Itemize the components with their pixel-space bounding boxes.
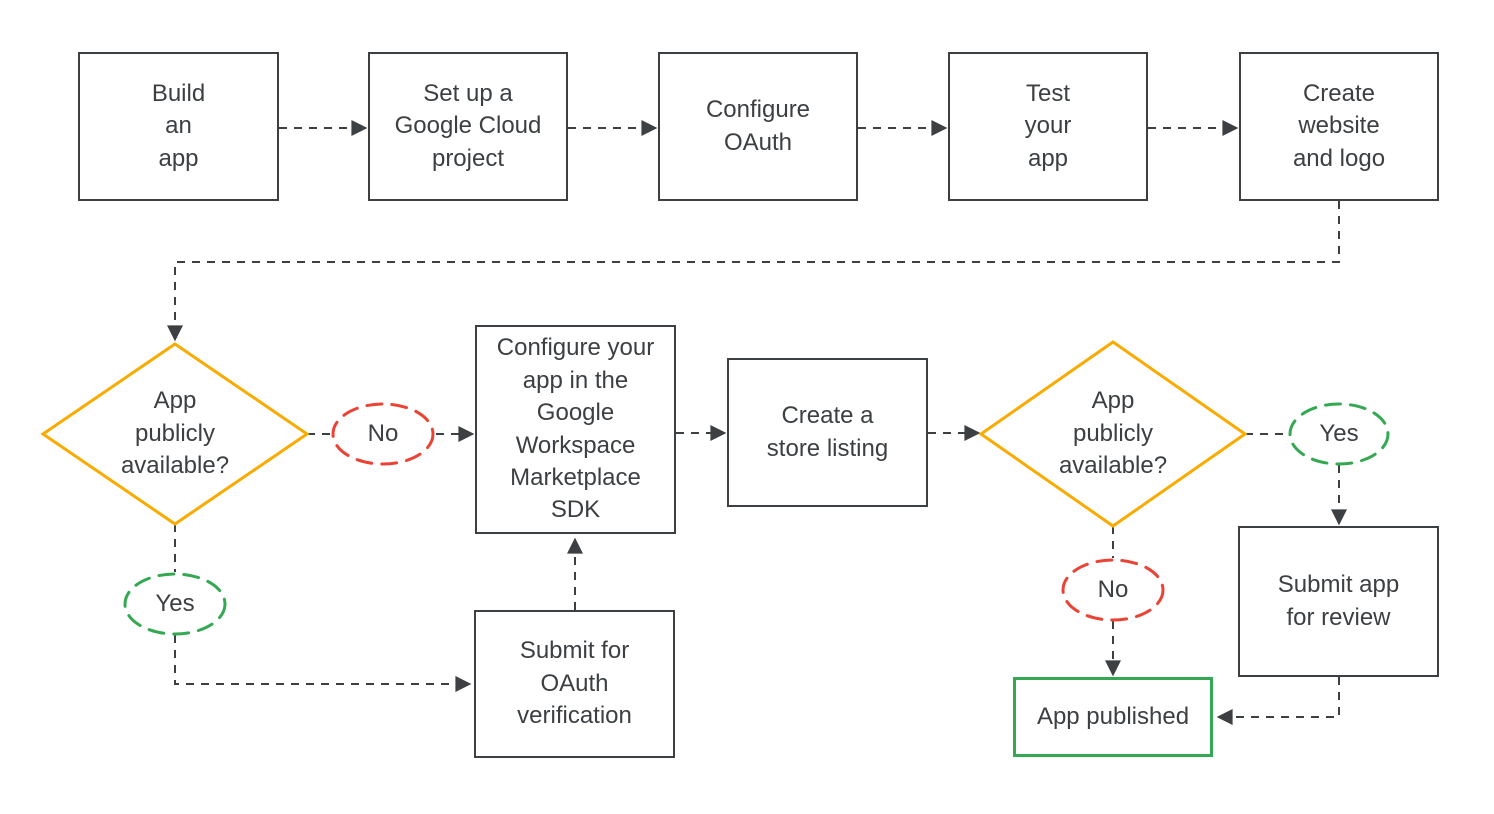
step-create-store-listing: Create a store listing	[727, 358, 928, 507]
terminal-app-published-label: App published	[1036, 702, 1190, 730]
step-create-store-listing-label: Create a store listing	[766, 402, 889, 462]
decision2-diamond-shape	[978, 340, 1248, 528]
step-create-website-and-logo-label: Create website and logo	[1292, 79, 1386, 172]
step-configure-oauth-label: Configure OAuth	[705, 96, 811, 156]
step-build-app-label: Build an app	[151, 79, 206, 172]
step-test-your-app: Test your app	[948, 52, 1148, 201]
yes1-pill-shape	[123, 572, 227, 636]
no1-pill-shape	[331, 402, 435, 466]
step-submit-oauth-verification: Submit for OAuth verification	[474, 610, 675, 758]
step-build-app: Build an app	[78, 52, 279, 201]
step-submit-oauth-verification-label: Submit for OAuth verification	[517, 637, 632, 730]
connector-yes1-to-verification-arrow	[174, 635, 472, 692]
terminal-app-published: App published	[1013, 677, 1213, 757]
yes2-pill-shape	[1288, 402, 1390, 466]
step-submit-app-for-review-label: Submit app for review	[1277, 571, 1400, 631]
step-configure-marketplace-sdk: Configure your app in the Google Workspa…	[475, 325, 676, 534]
no2-pill-shape	[1061, 558, 1165, 622]
step-test-your-app-label: Test your app	[1024, 79, 1072, 172]
step-configure-marketplace-sdk-label: Configure your app in the Google Workspa…	[496, 334, 655, 524]
step-create-website-and-logo: Create website and logo	[1239, 52, 1439, 201]
connector-review-to-published-arrow	[1216, 677, 1340, 725]
connector-website-to-decision1-arrow	[167, 201, 1340, 342]
step-submit-app-for-review: Submit app for review	[1238, 526, 1439, 677]
decision1-diamond-shape	[40, 342, 310, 526]
step-configure-oauth: Configure OAuth	[658, 52, 858, 201]
step-setup-google-cloud-project: Set up a Google Cloud project	[368, 52, 568, 201]
step-setup-google-cloud-project-label: Set up a Google Cloud project	[394, 79, 542, 172]
